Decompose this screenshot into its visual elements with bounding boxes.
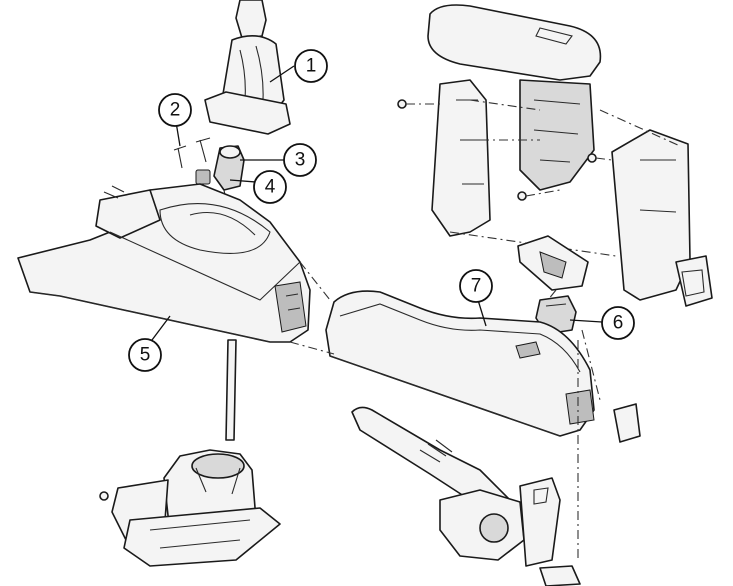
callout-7: 7 [459,269,493,303]
callout-2-label: 2 [170,100,181,121]
gearshift-housing [99,339,281,567]
callout-1: 1 [294,49,328,83]
rear-console [325,290,641,443]
callout-3: 3 [283,143,317,177]
switch-bezel [517,235,589,335]
callout-1-label: 1 [306,56,317,77]
callout-7-label: 7 [471,276,482,297]
callout-2: 2 [158,93,192,127]
callout-3-label: 3 [295,150,306,171]
callout-5-label: 5 [140,345,151,366]
armrest-lid [397,4,713,307]
callout-6: 6 [601,306,635,340]
indicator-bulb-holder [195,145,245,201]
callout-4-label: 4 [265,177,276,198]
callout-6-label: 6 [613,313,624,334]
assembly-lines-bottom [289,261,601,560]
front-console [17,183,311,343]
handbrake-lever [351,406,581,586]
callout-5: 5 [128,338,162,372]
shift-knob-boot [204,0,291,135]
callout-4: 4 [253,170,287,204]
screws [173,137,211,169]
